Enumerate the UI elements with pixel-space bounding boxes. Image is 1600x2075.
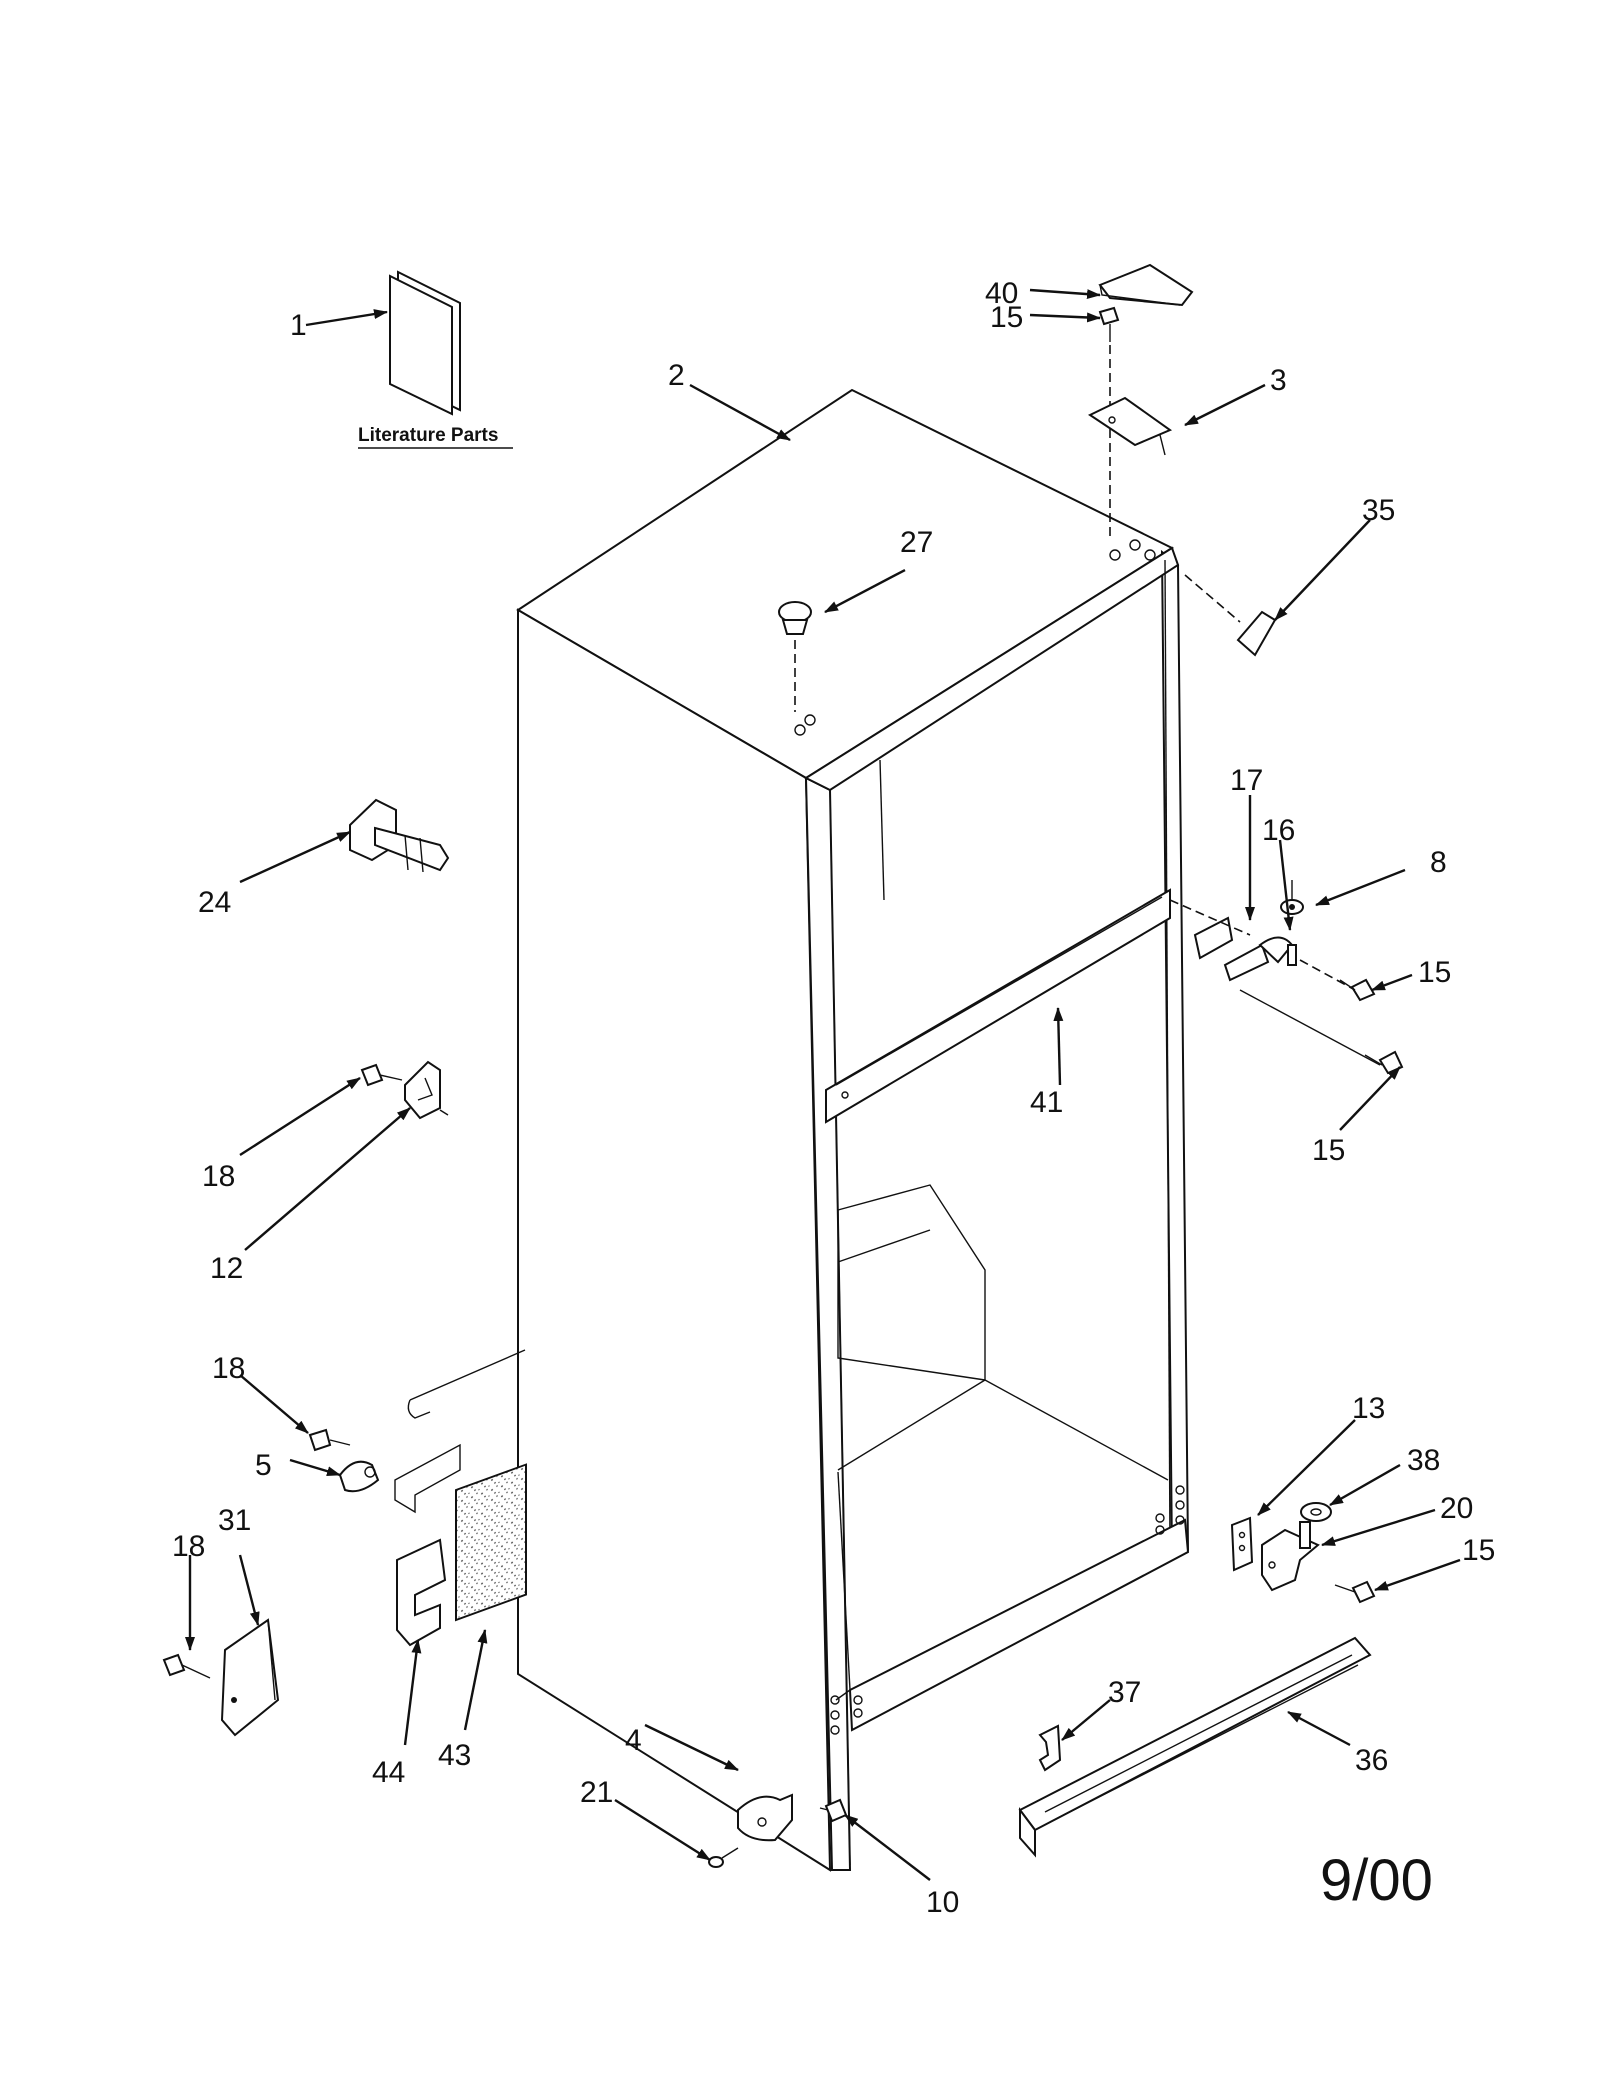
side-screw-upper (360, 1063, 403, 1087)
callout-41: 41 (1030, 1086, 1063, 1119)
callout-24: 24 (198, 886, 231, 919)
callout-labels: 1 2 3 40 15 35 27 24 18 12 18 5 18 31 44… (172, 277, 1495, 1919)
side-screw-middle (308, 1428, 351, 1452)
center-hinge-screw-a (1339, 978, 1376, 1002)
callout-18-lower: 18 (172, 1530, 205, 1563)
callout-4: 4 (625, 1724, 642, 1757)
insulation-pad (455, 1463, 527, 1622)
callout-27: 27 (900, 526, 933, 559)
callout-2: 2 (668, 359, 685, 392)
cabinet-body (516, 388, 1190, 1872)
side-screw-lower (162, 1653, 211, 1679)
hinge-screw-top (1098, 306, 1120, 342)
side-access-cover (220, 1618, 280, 1737)
callout-35: 35 (1362, 494, 1395, 527)
bottom-hinge-screw (1334, 1580, 1376, 1604)
toe-grille (1018, 1636, 1372, 1858)
date-code: 9/00 (1320, 1848, 1433, 1913)
callout-3: 3 (1270, 364, 1287, 397)
callout-15-center-b: 15 (1312, 1134, 1345, 1167)
callout-37: 37 (1108, 1676, 1141, 1709)
callout-15-center-a: 15 (1418, 956, 1451, 989)
callout-12: 12 (210, 1252, 243, 1285)
top-trim-piece (1236, 610, 1277, 657)
literature-booklet (389, 270, 461, 416)
literature-parts-caption: Literature Parts (358, 425, 498, 446)
callout-20: 20 (1440, 1492, 1473, 1525)
center-mullion-rail (825, 888, 1171, 1124)
bottom-hinge-shim (1230, 1516, 1254, 1572)
center-hinge-guide-2 (1299, 959, 1356, 991)
callout-10: 10 (926, 1886, 959, 1919)
callout-18-middle: 18 (212, 1352, 245, 1385)
grille-clip (1038, 1724, 1062, 1772)
lower-side-bracket (396, 1538, 447, 1647)
callout-5: 5 (255, 1449, 272, 1482)
callout-15-top: 15 (990, 301, 1023, 334)
callout-43: 43 (438, 1739, 471, 1772)
roller-pin (708, 1847, 739, 1868)
callout-38: 38 (1407, 1444, 1440, 1477)
callout-16: 16 (1262, 814, 1295, 847)
callout-17: 17 (1230, 764, 1263, 797)
callout-1: 1 (290, 309, 307, 342)
center-hinge-guide-1 (1169, 899, 1251, 936)
callout-21: 21 (580, 1776, 613, 1809)
callout-44: 44 (372, 1756, 405, 1789)
callout-8: 8 (1430, 846, 1447, 879)
callout-31: 31 (218, 1504, 251, 1537)
trim-guide-line (1184, 574, 1241, 623)
callout-36: 36 (1355, 1744, 1388, 1777)
door-stop-pin (349, 798, 450, 873)
bottom-hinge (1261, 1521, 1320, 1592)
center-hinge-guide-3 (1239, 989, 1381, 1066)
callout-40: 40 (985, 277, 1018, 310)
bottom-hinge-washer (1300, 1502, 1332, 1522)
roller-assembly (737, 1793, 793, 1842)
rear-panel-outline (394, 1349, 526, 1514)
hinge-cover (1098, 263, 1194, 307)
top-plug (778, 601, 812, 635)
side-bracket (404, 1060, 449, 1120)
top-hinge (1087, 396, 1173, 456)
leader-arrows (185, 288, 1461, 1881)
callout-18-upper: 18 (202, 1160, 235, 1193)
callout-13: 13 (1352, 1392, 1385, 1425)
tubing-clamp (338, 1460, 380, 1493)
callout-15-bottom: 15 (1462, 1534, 1495, 1567)
